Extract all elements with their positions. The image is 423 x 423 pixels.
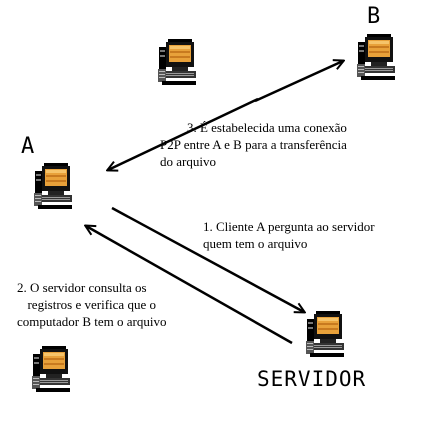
- step-1-line: 1. Cliente A pergunta ao servidor: [203, 219, 375, 234]
- node-label-b: B: [367, 4, 381, 29]
- computer-icon-a: [32, 162, 76, 210]
- step-1-line: quem tem o arquivo: [203, 236, 308, 251]
- step-2-note: 2. O servidor consulta os registros e ve…: [17, 279, 166, 330]
- step-3-line: 3. É estabelecida uma conexão: [186, 120, 347, 135]
- computer-icon-unlabeled-bottom: [30, 345, 74, 393]
- arrow-server-to-a: [86, 226, 293, 345]
- arrow-b-to-a: [108, 97, 259, 170]
- step-3-line: P2P entre A e B para a transferência: [160, 137, 347, 152]
- step-2-line: registros e verifica que o: [27, 297, 156, 312]
- node-label-server: SERVIDOR: [257, 367, 367, 391]
- node-label-a: A: [21, 134, 35, 159]
- arrow-a-to-server: [111, 206, 304, 312]
- computer-icon-unlabeled-top: [156, 38, 200, 86]
- computer-icon-server: [304, 310, 348, 358]
- arrow-a-to-b: [254, 61, 343, 103]
- step-3-line: do arquivo: [160, 154, 216, 169]
- step-1-note: 1. Cliente A pergunta ao servidor quem t…: [203, 218, 375, 252]
- step-3-note: 3. É estabelecida uma conexão P2P entre …: [160, 119, 347, 170]
- step-2-line: computador B tem o arquivo: [17, 314, 167, 329]
- step-2-line: 2. O servidor consulta os: [17, 280, 147, 295]
- computer-icon-b: [355, 33, 399, 81]
